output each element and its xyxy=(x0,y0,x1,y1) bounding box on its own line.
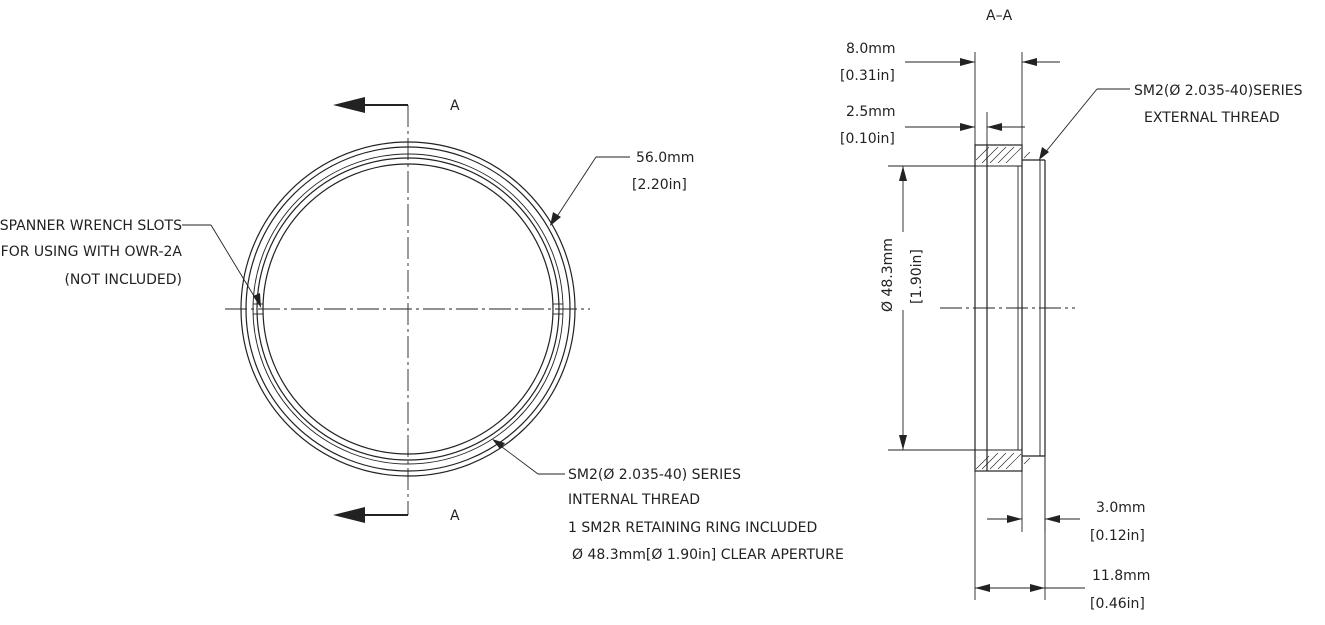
section-view-title: A–A xyxy=(986,8,1013,24)
dim-8mm-value: 8.0mm xyxy=(846,41,896,57)
clear-aperture-circle xyxy=(262,163,554,455)
outer-ring-circle xyxy=(240,141,576,477)
outer-ring-inner-circle xyxy=(245,146,571,472)
section-mark-bottom: A xyxy=(450,508,460,524)
outer-diameter-in: [2.20in] xyxy=(632,177,687,193)
internal-thread-note-line-2: INTERNAL THREAD xyxy=(568,492,700,508)
dim-aperture-value: Ø 48.3mm xyxy=(880,238,896,312)
outer-diameter-leader xyxy=(550,156,630,226)
internal-thread-leader xyxy=(492,439,565,475)
section-arrow-top xyxy=(333,97,408,113)
spanner-note-line-1: SPANNER WRENCH SLOTS xyxy=(0,218,182,234)
internal-thread-note-line-1: SM2(Ø 2.035-40) SERIES xyxy=(568,467,741,483)
spanner-note-line-3: (NOT INCLUDED) xyxy=(64,272,182,288)
outer-diameter-mm: 56.0mm xyxy=(636,150,694,166)
spanner-note-line-2: FOR USING WITH OWR-2A xyxy=(1,244,183,260)
external-thread-leader xyxy=(1039,88,1130,160)
dim-11-8mm-value: 11.8mm xyxy=(1092,568,1150,584)
dim-11-8mm-inch: [0.46in] xyxy=(1090,596,1145,612)
section-view: A–A xyxy=(840,8,1303,612)
dim-3mm-value: 3.0mm xyxy=(1096,500,1146,516)
section-arrow-bottom xyxy=(333,507,408,523)
thread-major-circle xyxy=(252,153,564,465)
dim-8mm xyxy=(905,52,1060,160)
spanner-slot-left xyxy=(253,303,263,315)
external-thread-note-line-2: EXTERNAL THREAD xyxy=(1144,110,1280,126)
dim-3mm-inch: [0.12in] xyxy=(1090,528,1145,544)
spanner-slot-right xyxy=(553,303,563,315)
internal-thread-note-line-3: 1 SM2R RETAINING RING INCLUDED xyxy=(568,520,817,536)
external-thread-note-line-1: SM2(Ø 2.035-40)SERIES xyxy=(1134,83,1303,99)
internal-thread-note-line-4: Ø 48.3mm[Ø 1.90in] CLEAR APERTURE xyxy=(572,547,844,563)
front-view: A A 56.0mm [2.20in] SPANNER WRENCH SLOTS… xyxy=(0,97,844,563)
spanner-note-leader xyxy=(182,224,261,308)
section-mark-top: A xyxy=(450,98,460,114)
dim-aperture-inch: [1.90in] xyxy=(909,249,925,304)
section-part-body xyxy=(974,144,1046,472)
dim-2-5mm xyxy=(905,112,1025,145)
dim-11-8mm xyxy=(974,456,1085,600)
thread-minor-circle xyxy=(256,157,560,461)
dim-2-5mm-inch: [0.10in] xyxy=(840,131,895,147)
dim-aperture xyxy=(888,165,975,451)
dim-8mm-inch: [0.31in] xyxy=(840,68,895,84)
dim-3mm xyxy=(987,456,1080,532)
dim-2-5mm-value: 2.5mm xyxy=(846,104,896,120)
